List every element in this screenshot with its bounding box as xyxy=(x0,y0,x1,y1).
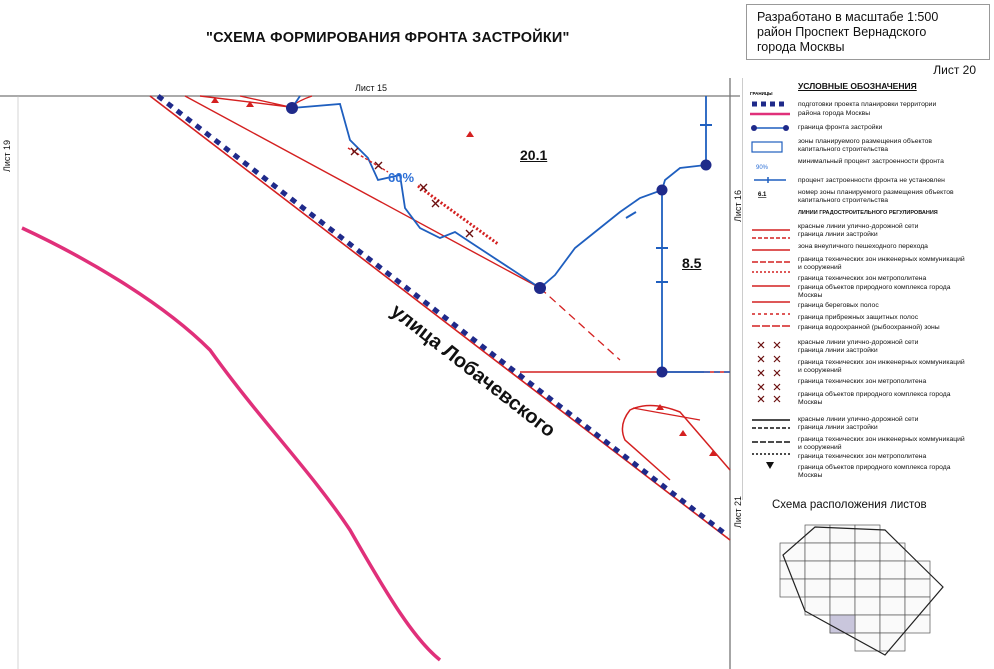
cancel-cross-group xyxy=(350,147,474,238)
legend-zone-sample: 6.1 xyxy=(758,192,767,198)
legend-title: УСЛОВНЫЕ ОБОЗНАЧЕНИЯ xyxy=(798,81,917,91)
legend-item-frontage: граница фронта застройки xyxy=(798,124,883,131)
adjacent-sheet-left-label[interactable]: Лист 19 xyxy=(2,139,12,172)
planning-boundary-dotted xyxy=(156,94,730,538)
frontage-tick xyxy=(625,211,637,219)
legend-item-boundary-project: подготовки проекта планировки территории xyxy=(798,101,937,108)
legend-panel xyxy=(742,78,993,500)
legend-item-no-percent: процент застроенности фронта не установл… xyxy=(798,177,945,184)
legend-reg-nature: граница объектов природного комплекса го… xyxy=(798,284,951,299)
district-text: район Проспект Вернадского xyxy=(757,25,927,39)
layout-scheme-title: Схема расположения листов xyxy=(772,499,927,511)
legend-exist-red-lines: красные линии улично-дорожной сети xyxy=(798,416,919,423)
legend-percent-sample: 90% xyxy=(756,165,769,171)
zone-label-8-5: 8.5 xyxy=(682,255,702,271)
frontage-node xyxy=(700,159,712,171)
legend-reg-red-lines: красные линии улично-дорожной сети xyxy=(798,223,919,230)
legend-reg-coastal: граница прибрежных защитных полос xyxy=(798,314,919,321)
legend-exist-metro: граница технических зон метрополитена xyxy=(798,453,927,460)
red-triangle-markers xyxy=(211,97,717,456)
legend-symbols: ГРАНИЦЫ 90% 6.1 xyxy=(750,91,790,403)
legend-cancel-nature: граница объектов природного комплекса го… xyxy=(798,391,951,406)
district-border-line xyxy=(21,226,442,662)
adjacent-sheet-bottom-right-label[interactable]: Лист 21 xyxy=(733,495,743,528)
current-sheet-highlight[interactable] xyxy=(829,614,856,634)
legend-reg-pedestrian: зона внеуличного пешеходного перехода xyxy=(798,243,928,250)
legend-exist-tech-zones: граница технических зон инженерных комму… xyxy=(798,436,965,451)
legend-item-zone-number: номер зоны планируемого размещения объек… xyxy=(798,189,954,204)
adjacent-sheet-top-label[interactable]: Лист 15 xyxy=(355,83,388,93)
legend-exist-building-line: граница линии застройки xyxy=(798,424,878,431)
legend-existing-symbols xyxy=(752,419,790,469)
legend-reg-shore: граница береговых полос xyxy=(798,302,879,309)
legend-cancel-red-lines: красные линии улично-дорожной сети xyxy=(798,339,919,346)
legend-cancel-tech-zones: граница технических зон инженерных комму… xyxy=(798,359,965,374)
legend-reg-water: граница водоохранной (рыбоохранной) зоны xyxy=(798,324,940,331)
legend-item-district: района города Москвы xyxy=(798,110,871,117)
info-box: Разработано в масштабе 1:500 район Просп… xyxy=(746,4,990,60)
legend-cancel-building-line: граница линии застройки xyxy=(798,347,878,354)
sheet-number: Лист 20 xyxy=(933,63,976,77)
frontage-node xyxy=(656,184,668,196)
red-line-corner-inner xyxy=(632,407,701,421)
percent-label: 60% xyxy=(388,170,415,185)
building-line-hatched xyxy=(417,184,499,246)
frontage-node xyxy=(286,102,298,114)
legend-cancel-metro: граница технических зон метрополитена xyxy=(798,378,927,385)
red-line-street-north-ext xyxy=(539,287,621,361)
red-line-corner-block xyxy=(621,404,731,481)
legend-reg-metro: граница технических зон метрополитена xyxy=(798,275,927,282)
city-text: города Москвы xyxy=(757,40,845,54)
legend-exist-nature: граница объектов природного комплекса го… xyxy=(798,464,951,479)
legend-item-zones: зоны планируемого размещения объектов ка… xyxy=(798,138,933,153)
legend-reg-building-line: граница линии застройки xyxy=(798,231,878,238)
red-line-street-north xyxy=(184,95,541,289)
layout-scheme-map xyxy=(779,524,944,656)
legend-item-min-percent: минимальный процент застроенности фронта xyxy=(798,158,944,165)
legend-reg-tech-zones: граница технических зон инженерных комму… xyxy=(798,256,965,271)
page-title: "СХЕМА ФОРМИРОВАНИЯ ФРОНТА ЗАСТРОЙКИ" xyxy=(206,30,570,46)
zone-label-20-1: 20.1 xyxy=(520,147,548,163)
frontage-node xyxy=(534,282,546,294)
scale-text: Разработано в масштабе 1:500 xyxy=(757,10,939,24)
frontage-node xyxy=(656,366,668,378)
legend-boundaries-header: ГРАНИЦЫ xyxy=(750,91,773,96)
frontage-boundary xyxy=(291,95,707,373)
legend-regulation-header: ЛИНИИ ГРАДОСТРОИТЕЛЬНОГО РЕГУЛИРОВАНИЯ xyxy=(798,210,938,216)
